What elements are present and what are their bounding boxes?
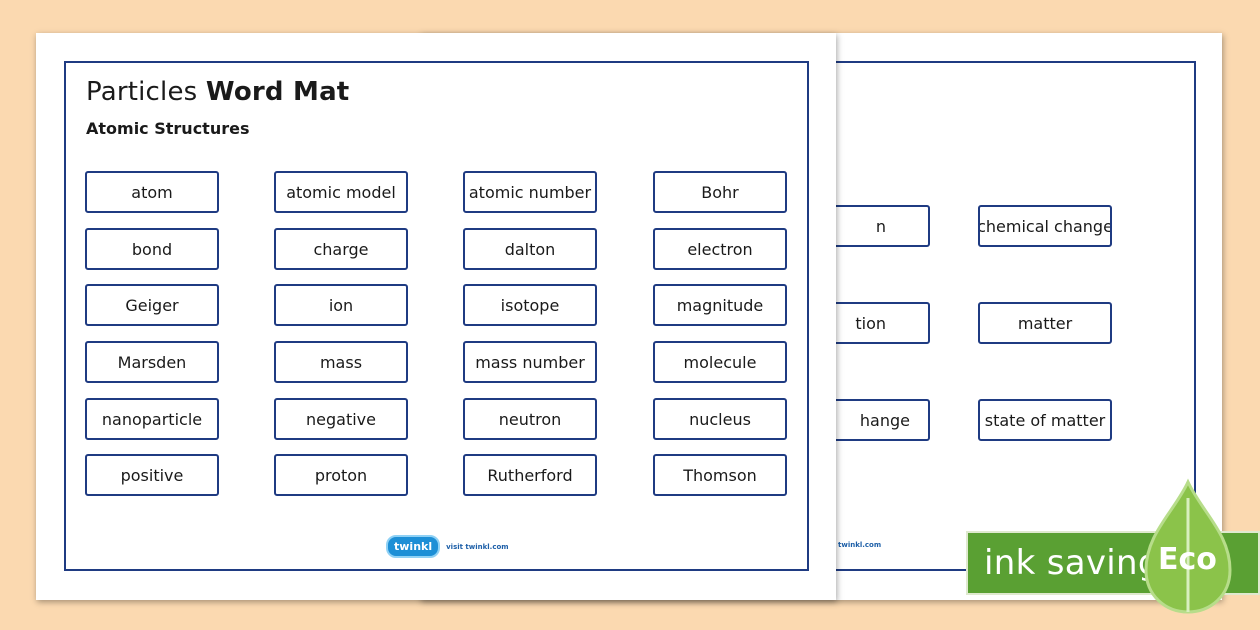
word-label: atom xyxy=(131,182,173,202)
word-label: electron xyxy=(687,239,753,259)
twinkl-logo: twinkl.com xyxy=(838,541,881,549)
word-label: matter xyxy=(1017,313,1073,333)
word-label: ion xyxy=(328,295,354,315)
word-label: state of matter xyxy=(984,410,1106,430)
word-card: Thomson xyxy=(653,454,787,496)
logo-badge: twinkl xyxy=(386,535,441,558)
banner-text: ink saving xyxy=(984,543,1160,583)
twinkl-logo: twinkl visit twinkl.com xyxy=(386,535,509,558)
word-label: tion xyxy=(855,313,886,333)
word-label: nucleus xyxy=(689,409,751,429)
word-card: molecule xyxy=(653,341,787,383)
word-label: Thomson xyxy=(683,465,757,485)
word-label: positive xyxy=(120,465,184,485)
word-label: Geiger xyxy=(125,295,179,315)
page-title: Particles Word Mat xyxy=(86,77,349,107)
word-label: mass xyxy=(319,352,363,372)
word-card: Rutherford xyxy=(463,454,597,496)
word-card: mass number xyxy=(463,341,597,383)
logo-text: twinkl.com xyxy=(838,541,882,549)
leaf-drop-icon xyxy=(1144,478,1232,614)
logo-text: visit twinkl.com xyxy=(446,542,509,551)
word-card: Bohr xyxy=(653,171,787,213)
word-label: chemical change xyxy=(978,216,1112,236)
word-card: charge xyxy=(274,228,408,270)
eco-label: Eco xyxy=(1158,542,1217,577)
word-card: ion xyxy=(274,284,408,326)
word-card: atomic model xyxy=(274,171,408,213)
title-bold: Word Mat xyxy=(205,77,350,107)
word-label: neutron xyxy=(498,409,562,429)
word-card: dalton xyxy=(463,228,597,270)
word-card: atom xyxy=(85,171,219,213)
title-light: Particles xyxy=(86,77,198,107)
front-sheet-frame xyxy=(64,61,809,571)
word-card: neutron xyxy=(463,398,597,440)
word-label: mass number xyxy=(475,352,585,372)
word-card: isotope xyxy=(463,284,597,326)
word-label: dalton xyxy=(504,239,556,259)
word-card: mass xyxy=(274,341,408,383)
word-card: electron xyxy=(653,228,787,270)
word-label: atomic model xyxy=(286,182,396,202)
word-label: Rutherford xyxy=(487,465,573,485)
word-label: Marsden xyxy=(117,352,187,372)
word-card: proton xyxy=(274,454,408,496)
word-card: state of matter xyxy=(978,399,1112,441)
word-label: isotope xyxy=(500,295,560,315)
word-label: proton xyxy=(314,465,368,485)
word-label: hange xyxy=(859,410,910,430)
word-card: atomic number xyxy=(463,171,597,213)
word-label: charge xyxy=(313,239,369,259)
word-card: nucleus xyxy=(653,398,787,440)
word-label: n xyxy=(875,216,886,236)
word-label: nanoparticle xyxy=(101,409,203,429)
word-card: magnitude xyxy=(653,284,787,326)
word-label: molecule xyxy=(683,352,757,372)
word-label: Bohr xyxy=(701,182,739,202)
word-card: negative xyxy=(274,398,408,440)
word-label: negative xyxy=(306,409,376,429)
word-card: bond xyxy=(85,228,219,270)
page-subtitle: Atomic Structures xyxy=(86,119,250,138)
word-card: chemical change xyxy=(978,205,1112,247)
word-label: bond xyxy=(131,239,173,259)
front-sheet: Particles Word Mat Atomic Structures ato… xyxy=(36,33,836,600)
word-label: atomic number xyxy=(468,182,592,202)
word-label: magnitude xyxy=(676,295,764,315)
word-card: nanoparticle xyxy=(85,398,219,440)
word-card: Geiger xyxy=(85,284,219,326)
word-card: Marsden xyxy=(85,341,219,383)
word-card: matter xyxy=(978,302,1112,344)
word-card: positive xyxy=(85,454,219,496)
